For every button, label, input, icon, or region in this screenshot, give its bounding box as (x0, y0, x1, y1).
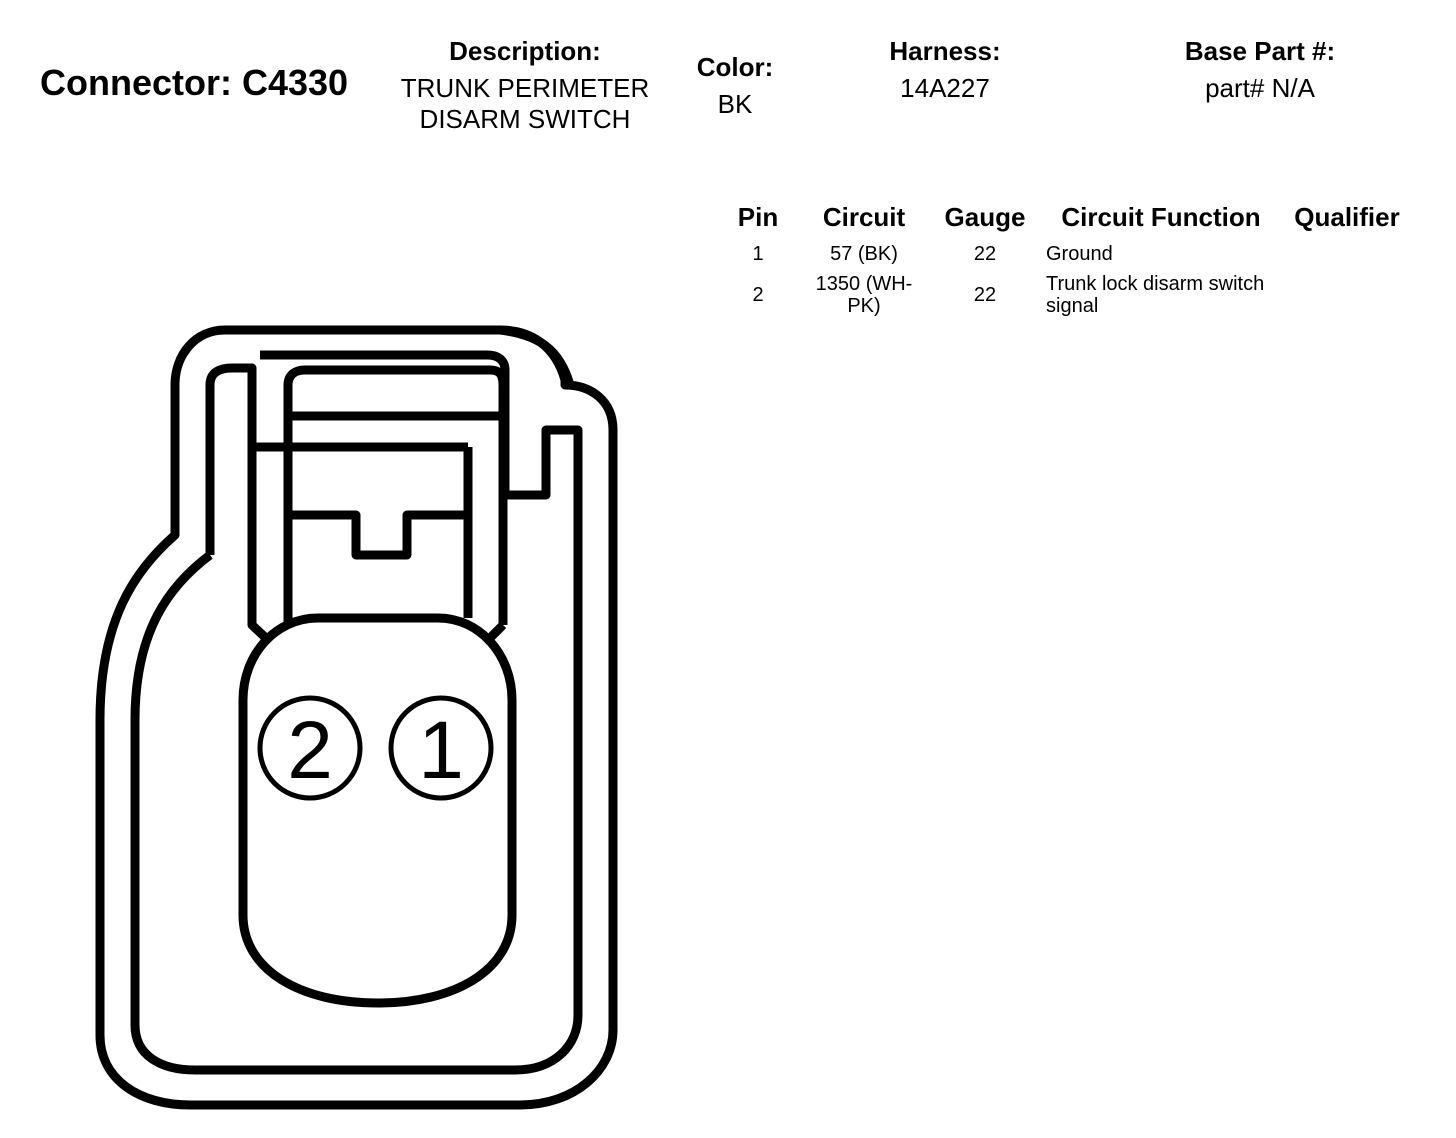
color-label: Color: (696, 52, 774, 82)
latch-top (283, 365, 508, 386)
cell-circuit-function: Trunk lock disarm switch signal (1046, 273, 1265, 317)
pin-2-label: 2 (287, 705, 333, 796)
description-block: Description: TRUNK PERIMETER DISARM SWIT… (380, 36, 670, 135)
color-value: BK (717, 89, 753, 119)
cell-circuit: 57 (BK) (830, 243, 898, 265)
harness-block: Harness: 14A227 (840, 36, 1050, 104)
header-qualifier: Qualifier (1294, 202, 1400, 232)
base-part-block: Base Part #: part# N/A (1140, 36, 1380, 104)
cell-pin: 1 (752, 243, 764, 265)
cell-pin: 2 (752, 284, 764, 306)
base-part-label: Base Part #: (1184, 36, 1336, 66)
harness-value: 14A227 (900, 73, 990, 103)
base-part-value: part# N/A (1205, 73, 1315, 103)
housing-ridge (499, 325, 575, 387)
connector-face-diagram: 2 1 (95, 325, 618, 1110)
pin-cavity-body (238, 613, 517, 1008)
cell-gauge: 22 (973, 243, 997, 265)
latch-notch (288, 510, 468, 560)
description-line-2: DISARM SWITCH (419, 104, 631, 134)
harness-label: Harness: (889, 36, 1001, 66)
pin-table-header-row: Pin Circuit Gauge Circuit Function Quali… (720, 200, 1410, 239)
color-block: Color: BK (670, 52, 800, 120)
cell-qualifier (1284, 239, 1410, 269)
housing-inner-outline (130, 350, 583, 1075)
pin-1-label: 1 (418, 705, 464, 796)
lock-arm-left (205, 363, 272, 644)
pin-table: Pin Circuit Gauge Circuit Function Quali… (720, 200, 1410, 321)
description-line-1: TRUNK PERIMETER (400, 73, 650, 103)
header-pin: Pin (737, 202, 779, 232)
header-circuit-function: Circuit Function (1061, 202, 1261, 232)
pin-2-circle (257, 695, 363, 801)
cell-gauge: 22 (973, 284, 997, 306)
cell-circuit: 1350 (WH-PK) (815, 273, 913, 317)
header-gauge: Gauge (944, 202, 1026, 232)
description-label: Description: (449, 36, 601, 66)
cell-qualifier (1284, 269, 1410, 321)
pin-1-circle (388, 695, 494, 801)
header-circuit: Circuit (822, 202, 906, 232)
table-row: 2 1350 (WH-PK) 22 Trunk lock disarm swit… (720, 269, 1410, 321)
table-row: 1 57 (BK) 22 Ground (720, 239, 1410, 269)
cell-circuit-function: Ground (1046, 243, 1113, 265)
connector-title: Connector: C4330 (40, 62, 349, 103)
